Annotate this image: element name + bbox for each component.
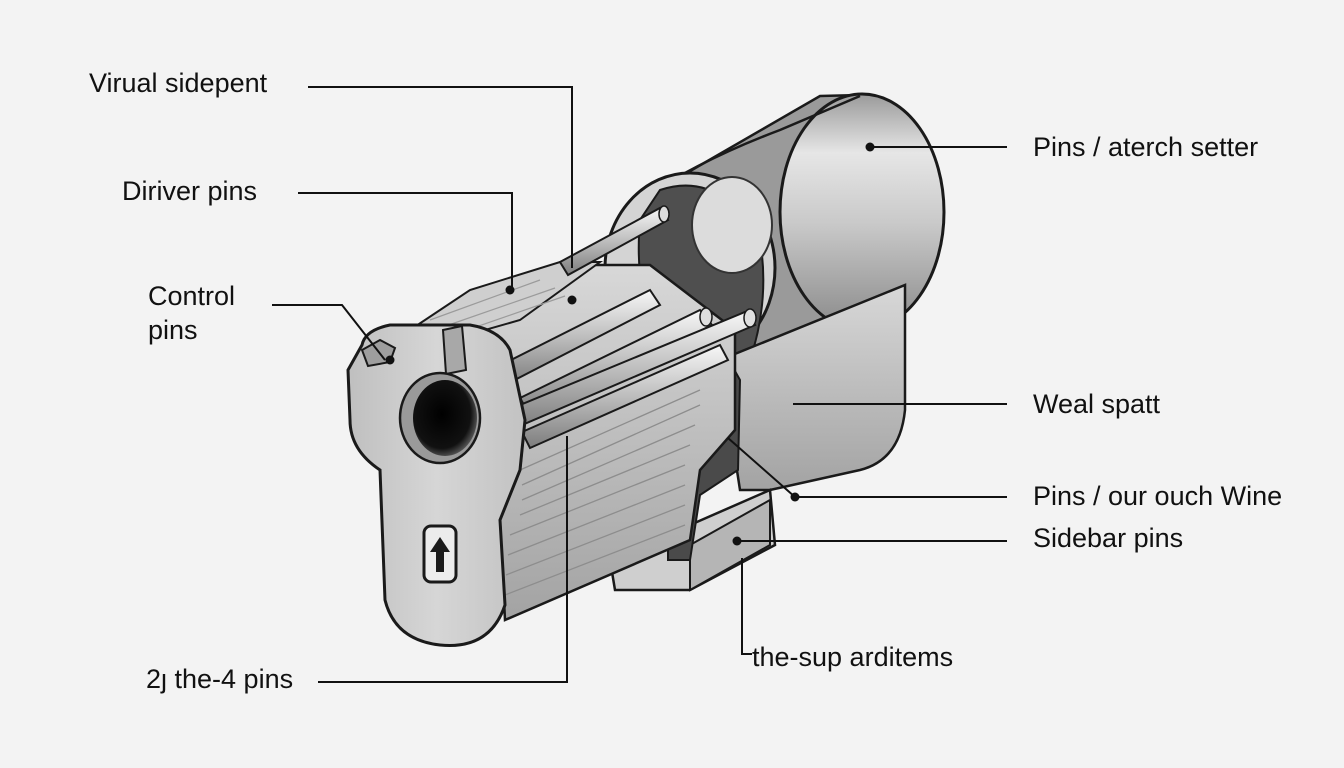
leader-virual-sidepent — [308, 86, 573, 268]
label-the-sup-arditems: the-sup arditems — [752, 642, 954, 672]
pin-row-4 — [520, 343, 730, 450]
label-virual-sidepent: Virual sidepent — [89, 68, 268, 98]
up-arrow-icon — [422, 524, 458, 584]
label-weal-spatt: Weal spatt — [1033, 389, 1161, 419]
keyway-hole-icon — [398, 371, 482, 465]
leader-the-4-pins — [318, 436, 568, 683]
label-the-4-pins: 2ȷ the-4 pins — [146, 664, 294, 694]
leader-control-pins — [272, 304, 386, 361]
label-pins-our-ouch-wine: Pins / our ouch Wine — [1033, 481, 1283, 511]
leader-lines — [272, 86, 1007, 683]
front-face — [346, 323, 527, 647]
leader-the-sup-arditems — [741, 558, 752, 655]
label-driver-pins: Diriver pins — [122, 176, 258, 206]
housing-right — [608, 283, 907, 592]
pins-assembly — [491, 205, 757, 450]
top-pin-long — [558, 205, 670, 277]
label-pins-aterch-setter: Pins / aterch setter — [1033, 132, 1259, 162]
label-sidebar-pins: Sidebar pins — [1033, 523, 1184, 553]
label-control-pins: Control pins — [148, 281, 236, 345]
anchor-dots — [385, 142, 875, 546]
leader-driver-pins — [298, 192, 513, 290]
